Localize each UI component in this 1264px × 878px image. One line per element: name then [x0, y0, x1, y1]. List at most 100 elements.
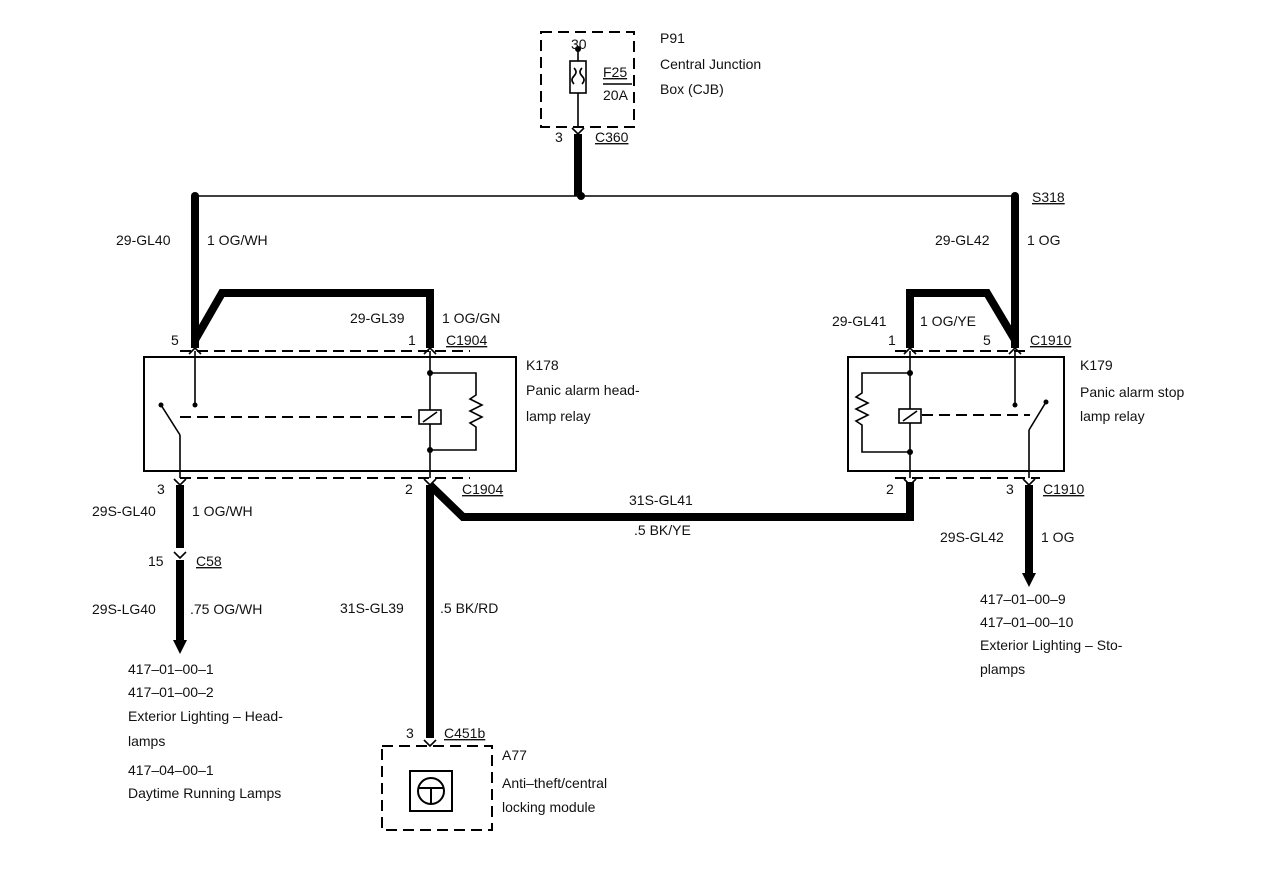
k178-coil-feed-wire: [191, 289, 434, 348]
k179-connector-top: C1910: [1030, 332, 1071, 348]
module-icon-wheel: [417, 777, 445, 805]
cjb-id: P91: [660, 30, 685, 46]
headlamp-arrow-icon: [173, 640, 187, 654]
steering-wheel-icon: [409, 770, 453, 812]
k178-resistor-dot-top: [427, 370, 433, 376]
right-ref-3: Exterior Lighting – Sto-: [980, 637, 1123, 653]
cjb-name-line1: Central Junction: [660, 56, 761, 72]
left-out-wire: 1 OG/WH: [192, 503, 253, 519]
left-out-wire2: .75 OG/WH: [190, 601, 262, 617]
k179-pin1: 1: [888, 332, 896, 348]
k178-connector-bottom: C1904: [462, 481, 503, 497]
right-feed-circuit: 29-GL42: [935, 232, 990, 248]
k178-box: [143, 356, 517, 472]
k179-connector-bottom: C1910: [1043, 481, 1084, 497]
left-ref-3: Exterior Lighting – Head-: [128, 708, 283, 724]
k178-id: K178: [526, 357, 559, 373]
k178-pin3: 3: [157, 481, 165, 497]
k179-resistor-dot-bottom: [907, 449, 913, 455]
k178-name-line2: lamp relay: [526, 408, 591, 424]
right-ref-4: plamps: [980, 661, 1025, 677]
cjb-connector: C360: [595, 129, 629, 145]
fuse-rating: 20A: [603, 87, 629, 103]
k178-coil-diag: [422, 411, 438, 423]
a77-connector: C451b: [444, 725, 485, 741]
right-ref-2: 417–01–00–10: [980, 614, 1074, 630]
left-ref-1: 417–01–00–1: [128, 661, 214, 677]
cjb-pin-in: 30: [571, 36, 587, 52]
mid-down-circuit: 31S-GL39: [340, 600, 404, 616]
k179-name-line1: Panic alarm stop: [1080, 384, 1184, 400]
k178-switch-blade: [160, 404, 181, 436]
k179-coil-feed-wire: [906, 289, 1019, 348]
k178-pin2: 2: [405, 481, 413, 497]
left-feed-wire-label: 1 OG/WH: [207, 232, 268, 248]
mid-wire: .5 BK/YE: [634, 522, 691, 538]
k179-box: [847, 356, 1065, 472]
left-ref-6: Daytime Running Lamps: [128, 785, 281, 801]
k179-name-line2: lamp relay: [1080, 408, 1145, 424]
cjb-pin-dot: [575, 46, 581, 52]
k179-id: K179: [1080, 357, 1113, 373]
k179-bottom-chevrons: [903, 478, 1036, 487]
k178-connector-top: C1904: [446, 332, 487, 348]
a77-id: A77: [502, 747, 527, 763]
left-ref-2: 417–01–00–2: [128, 684, 214, 700]
right-out-circuit: 29S-GL42: [940, 529, 1004, 545]
left-feed-circuit: 29-GL40: [116, 232, 171, 248]
k179-resistor-dot-top: [907, 370, 913, 376]
left-ref-4: lamps: [128, 733, 165, 749]
fuse-element: [571, 50, 585, 126]
k179-resistor: [854, 372, 910, 453]
module-icon-spokes: [419, 787, 443, 803]
cjb-dashed-outline: [540, 31, 635, 128]
k179-pin2: 2: [886, 481, 894, 497]
k179-pin5: 5: [983, 332, 991, 348]
mid-circuit: 31S-GL41: [629, 492, 693, 508]
k178-contact-dot: [192, 402, 198, 408]
k179-pin3: 3: [1006, 481, 1014, 497]
k179-contact-dot: [1012, 402, 1018, 408]
fuse-label: F25: [603, 64, 627, 80]
a77-module-outline: [381, 745, 493, 831]
right-feed-wire-label: 1 OG: [1027, 232, 1060, 248]
k178-coil-wire: 1 OG/GN: [442, 310, 500, 326]
k178-top-chevrons: [188, 346, 437, 355]
c360-chevron: [571, 127, 585, 136]
left-ref-5: 417–04–00–1: [128, 762, 214, 778]
left-out-circuit2: 29S-LG40: [92, 601, 156, 617]
k179-coil-diag: [902, 410, 918, 422]
k178-relay: [143, 351, 517, 478]
k178-resistor: [430, 372, 484, 451]
k179-coil-ground-wire: [427, 482, 914, 521]
k178-resistor-dot-bottom: [427, 447, 433, 453]
right-ref-1: 417–01–00–9: [980, 591, 1066, 607]
k178-name-line1: Panic alarm head-: [526, 382, 640, 398]
cjb-pin-out: 3: [555, 129, 563, 145]
module-icon-frame: [409, 770, 453, 812]
mid-down-wire: .5 BK/RD: [440, 600, 498, 616]
cjb-p91: [540, 31, 635, 128]
a77-pin: 3: [406, 725, 414, 741]
c58-chevron: [173, 551, 187, 560]
k179-switch-blade: [1028, 401, 1047, 431]
c451b-chevron: [423, 739, 437, 748]
k178-coil-circuit: 29-GL39: [350, 310, 405, 326]
k179-relay: [847, 351, 1065, 478]
c58-pin: 15: [148, 553, 164, 569]
k178-bottom-chevrons: [173, 478, 437, 487]
a77-name-line2: locking module: [502, 799, 596, 815]
k178-pin5: 5: [171, 332, 179, 348]
a77-name-line1: Anti–theft/central: [502, 775, 607, 791]
stoplamp-arrow-icon: [1022, 573, 1036, 587]
k179-coil-wire: 1 OG/YE: [920, 313, 976, 329]
c58-connector: C58: [196, 553, 222, 569]
k178-pin1: 1: [408, 332, 416, 348]
cjb-name-line2: Box (CJB): [660, 81, 724, 97]
left-out-circuit: 29S-GL40: [92, 503, 156, 519]
bus-dot-center: [577, 192, 585, 200]
k179-coil-circuit: 29-GL41: [832, 313, 887, 329]
right-out-wire: 1 OG: [1041, 529, 1074, 545]
splice-label: S318: [1032, 189, 1065, 205]
